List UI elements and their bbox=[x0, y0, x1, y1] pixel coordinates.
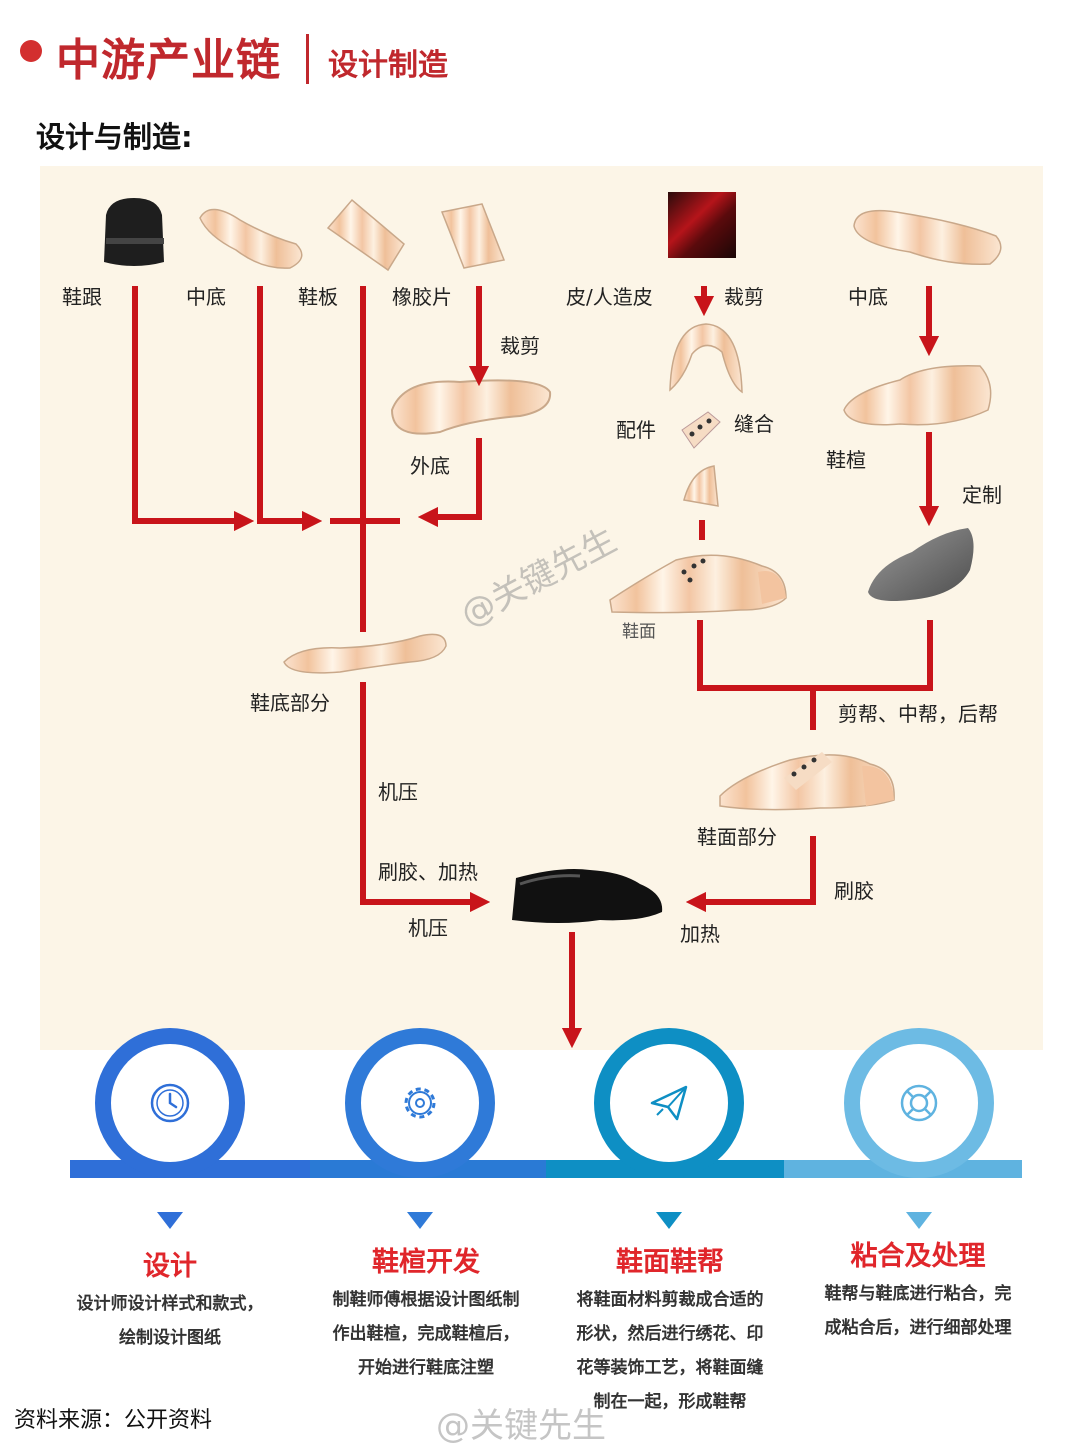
vamp-piece-icon bbox=[669, 323, 743, 394]
step-title: 粘合及处理 bbox=[850, 1241, 986, 1272]
step-title: 鞋楦开发 bbox=[372, 1247, 480, 1278]
eyelet-piece-icon bbox=[681, 411, 721, 449]
label-rubber-sheet: 橡胶片 bbox=[392, 285, 452, 309]
step-pointer-2 bbox=[407, 1212, 433, 1229]
step-desc-line: 将鞋面材料剪裁成合适的 bbox=[576, 1290, 764, 1310]
step-desc-line: 设计师设计样式和款式， bbox=[76, 1294, 264, 1314]
midsole-right-icon bbox=[853, 209, 1002, 265]
sole-part-icon bbox=[283, 633, 447, 674]
label-heat: 加热 bbox=[680, 922, 720, 946]
step-desc-line: 制在一起，形成鞋帮 bbox=[593, 1392, 747, 1412]
section-title: 设计与制造: bbox=[36, 120, 193, 154]
finished-shoe-icon bbox=[512, 869, 663, 923]
label-trim: 剪帮、中帮，后帮 bbox=[838, 702, 998, 726]
step-last-development: 鞋楦开发 制鞋师傅根据设计图纸制 作出鞋楦，完成鞋楦后， 开始进行鞋底注塑 bbox=[306, 1240, 546, 1385]
step-desc: 制鞋师傅根据设计图纸制 作出鞋楦，完成鞋楦后， 开始进行鞋底注塑 bbox=[306, 1283, 546, 1385]
rubber-sheet-icon bbox=[440, 203, 506, 269]
label-press-2: 机压 bbox=[408, 916, 448, 940]
page-subtitle: 设计制造 bbox=[328, 48, 448, 83]
step-pointer-3 bbox=[656, 1212, 682, 1229]
label-accessories: 配件 bbox=[616, 418, 656, 442]
header-divider bbox=[306, 34, 309, 84]
leather-swatch-icon bbox=[668, 192, 736, 258]
step-design: 设计 设计师设计样式和款式， 绘制设计图纸 bbox=[50, 1244, 290, 1355]
midsole-icon bbox=[199, 208, 303, 269]
shoe-last-gray-icon bbox=[868, 528, 974, 601]
clock-icon bbox=[150, 1083, 190, 1123]
step-title: 设计 bbox=[143, 1251, 197, 1282]
header-bullet bbox=[20, 40, 42, 62]
label-customize: 定制 bbox=[962, 483, 1002, 507]
label-press-1: 机压 bbox=[378, 780, 418, 804]
label-upper-part: 鞋面部分 bbox=[697, 825, 777, 849]
upper-part-icon bbox=[719, 752, 895, 811]
step-desc-line: 鞋帮与鞋底进行粘合，完 bbox=[824, 1284, 1012, 1304]
label-midsole-left: 中底 bbox=[186, 285, 226, 309]
quarter-piece-icon bbox=[683, 465, 719, 507]
label-sole-part: 鞋底部分 bbox=[250, 691, 330, 715]
label-cut-left: 裁剪 bbox=[500, 334, 540, 358]
shoe-board-icon bbox=[326, 198, 405, 272]
step-desc: 设计师设计样式和款式， 绘制设计图纸 bbox=[50, 1287, 290, 1355]
process-diagram bbox=[104, 192, 1002, 1049]
label-glue-heat: 刷胶、加热 bbox=[378, 860, 478, 884]
step-desc: 将鞋面材料剪裁成合适的 形状，然后进行绣花、印 花等装饰工艺，将鞋面缝 制在一起… bbox=[550, 1283, 790, 1419]
lifebuoy-icon bbox=[900, 1084, 938, 1122]
outsole-icon bbox=[390, 379, 552, 435]
watermark-footer: @关键先生 bbox=[436, 1406, 606, 1446]
step-desc-line: 绘制设计图纸 bbox=[119, 1328, 221, 1348]
step-desc-line: 成粘合后，进行细部处理 bbox=[824, 1318, 1012, 1338]
label-glue: 刷胶 bbox=[834, 879, 874, 903]
paper-plane-icon bbox=[650, 1085, 688, 1121]
gear-icon bbox=[404, 1087, 436, 1119]
label-cut-right: 裁剪 bbox=[724, 285, 764, 309]
step-desc: 鞋帮与鞋底进行粘合，完 成粘合后，进行细部处理 bbox=[798, 1277, 1038, 1345]
step-desc-line: 花等装饰工艺，将鞋面缝 bbox=[576, 1358, 764, 1378]
step-bonding: 粘合及处理 鞋帮与鞋底进行粘合，完 成粘合后，进行细部处理 bbox=[798, 1234, 1038, 1345]
step-upper: 鞋面鞋帮 将鞋面材料剪裁成合适的 形状，然后进行绣花、印 花等装饰工艺，将鞋面缝… bbox=[550, 1240, 790, 1419]
label-stitch: 缝合 bbox=[734, 412, 774, 436]
label-midsole-right: 中底 bbox=[848, 285, 888, 309]
step-pointer-1 bbox=[157, 1212, 183, 1229]
step-desc-line: 制鞋师傅根据设计图纸制 bbox=[332, 1290, 520, 1310]
heel-icon bbox=[104, 198, 164, 266]
label-last: 鞋楦 bbox=[826, 448, 866, 472]
step-desc-line: 开始进行鞋底注塑 bbox=[358, 1358, 494, 1378]
shoe-last-stripe-icon bbox=[843, 365, 992, 426]
source-note: 资料来源：公开资料 bbox=[14, 1408, 213, 1433]
flow-lines bbox=[132, 286, 940, 1049]
label-shoe-board: 鞋板 bbox=[298, 285, 338, 309]
page-title: 中游产业链 bbox=[56, 35, 281, 86]
step-title: 鞋面鞋帮 bbox=[616, 1247, 724, 1278]
label-heel: 鞋跟 bbox=[62, 285, 102, 309]
label-leather: 皮/人造皮 bbox=[566, 285, 653, 309]
upper-shoe-icon bbox=[609, 554, 787, 614]
label-outsole: 外底 bbox=[410, 454, 450, 478]
step-desc-line: 形状，然后进行绣花、印 bbox=[576, 1324, 764, 1344]
step-desc-line: 作出鞋楦，完成鞋楦后， bbox=[332, 1324, 520, 1344]
step-pointer-4 bbox=[906, 1212, 932, 1229]
label-upper: 鞋面 bbox=[622, 622, 656, 642]
